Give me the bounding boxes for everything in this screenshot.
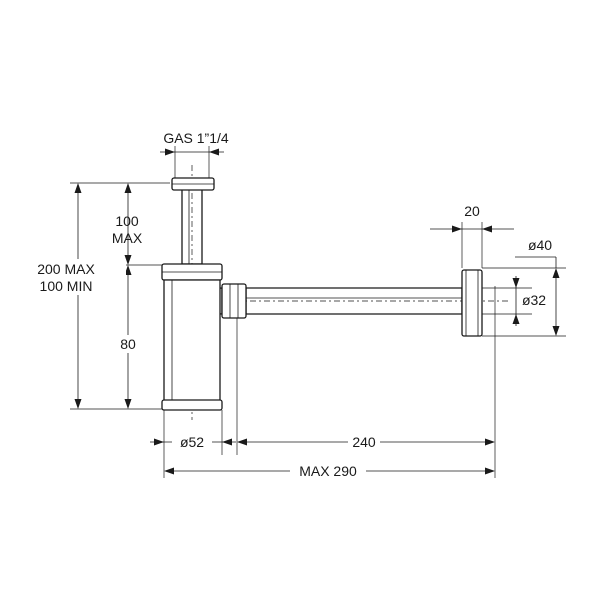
label-pipe-length: 240 — [352, 434, 376, 450]
label-thread: GAS 1”1/4 — [163, 130, 229, 146]
bottle-cup — [161, 263, 223, 411]
dim-total-height — [74, 183, 82, 409]
wall-flange — [461, 269, 508, 337]
siphon-assembly — [161, 165, 508, 420]
outlet-pipe — [236, 287, 508, 315]
label-flange-width: 20 — [464, 203, 480, 219]
dim-flange-diameter — [515, 256, 560, 336]
extension-lines — [70, 146, 566, 478]
dim-flange-width — [430, 225, 514, 233]
label-body-height: 80 — [120, 336, 136, 352]
label-adjust-top-line2: MAX — [112, 230, 143, 246]
inlet-coupling — [171, 177, 215, 191]
label-body-diameter: ø52 — [180, 434, 204, 450]
label-adjust-top-line1: 100 — [115, 213, 139, 229]
label-flange-diameter: ø40 — [528, 237, 552, 253]
label-total-height-line2: 100 MIN — [40, 278, 93, 294]
dim-thread — [160, 148, 224, 156]
label-pipe-diameter: ø32 — [522, 292, 546, 308]
dimension-labels: GAS 1”1/4 100 MAX 200 MAX 100 MIN 80 ø52… — [30, 130, 552, 479]
label-total-height-line1: 200 MAX — [37, 261, 95, 277]
label-max-length: MAX 290 — [299, 463, 357, 479]
dim-pipe-diameter — [512, 276, 520, 326]
dim-adjust-top — [124, 183, 132, 265]
